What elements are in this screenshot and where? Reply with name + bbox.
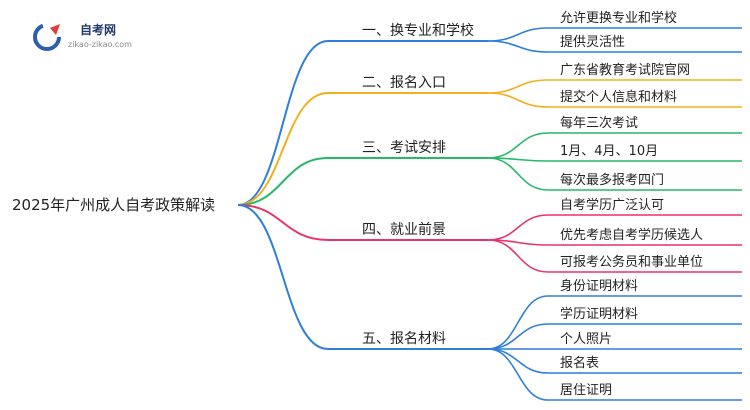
- leaf-connector-4-3: [487, 239, 549, 273]
- root-topic: 2025年广州成人自考政策解读: [12, 196, 215, 214]
- logo-title: 自考网: [80, 22, 116, 37]
- leaf-connector-5-5: [487, 348, 549, 401]
- leaf-label-4-3: 可报考公务员和事业单位: [560, 254, 703, 270]
- leaf-connector-3-1: [487, 132, 549, 159]
- leaf-label-5-4: 报名表: [560, 355, 599, 371]
- branch-connector-1: [237, 40, 329, 206]
- connector-lines: [237, 27, 742, 401]
- site-logo: 自考网 zikao-zikao.com: [33, 22, 132, 51]
- branch-connector-5: [237, 204, 329, 350]
- branch-label-3: 三、考试安排: [362, 140, 446, 156]
- leaf-connector-5-2: [487, 323, 549, 350]
- leaf-connector-5-1: [487, 295, 549, 350]
- branch-label-2: 二、报名入口: [362, 75, 446, 91]
- leaf-label-4-2: 优先考虑自考学历候选人: [560, 227, 703, 243]
- branch-label-5: 五、报名材料: [362, 331, 446, 347]
- leaf-label-2-2: 提交个人信息和材料: [560, 89, 677, 105]
- logo-subtitle: zikao-zikao.com: [68, 40, 132, 49]
- leaf-connector-2-1: [487, 79, 549, 94]
- leaf-label-5-2: 学历证明材料: [560, 306, 638, 322]
- leaf-label-2-1: 广东省教育考试院官网: [560, 62, 690, 78]
- leaf-label-5-3: 个人照片: [560, 332, 612, 347]
- branch-label-4: 四、就业前景: [362, 221, 446, 238]
- leaf-label-3-3: 每次最多报考四门: [560, 172, 664, 188]
- branch-label-1: 一、换专业和学校: [362, 22, 474, 39]
- leaf-label-3-2: 1月、4月、10月: [560, 144, 658, 159]
- leaf-label-4-1: 自考学历广泛认可: [560, 197, 664, 213]
- logo-mark-icon: [33, 23, 61, 51]
- branch-connector-4: [237, 204, 329, 241]
- leaf-label-5-1: 身份证明材料: [560, 278, 638, 294]
- leaf-label-1-1: 允许更换专业和学校: [560, 10, 677, 26]
- leaf-label-5-5: 居住证明: [560, 383, 612, 398]
- branch-connector-3: [237, 157, 329, 206]
- leaf-connector-4-1: [487, 214, 549, 241]
- leaf-connector-1-2: [487, 40, 549, 53]
- leaf-label-3-1: 每年三次考试: [560, 115, 638, 131]
- leaf-connector-2-2: [487, 92, 549, 108]
- leaf-connector-5-4: [487, 348, 549, 374]
- branch-connector-2: [237, 92, 329, 206]
- leaf-label-1-2: 提供灵活性: [560, 34, 625, 50]
- logo-accent-icon: [50, 24, 60, 35]
- leaf-connector-3-3: [487, 157, 549, 191]
- leaf-connector-1-1: [487, 27, 549, 42]
